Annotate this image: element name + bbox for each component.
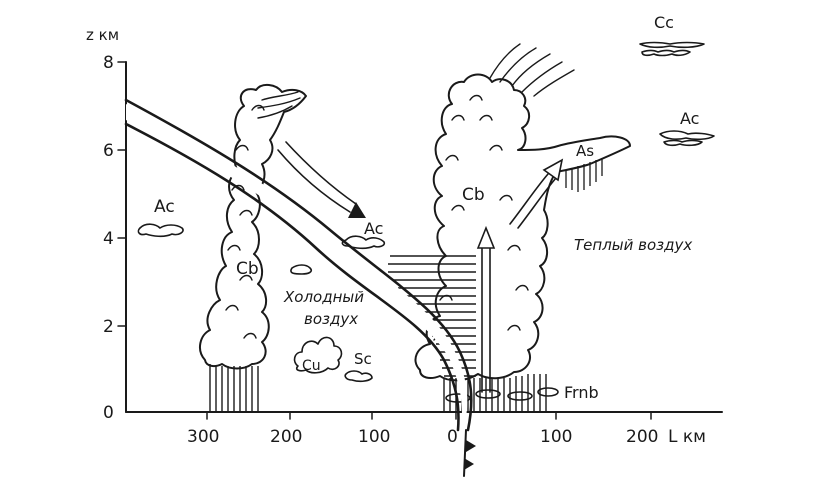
cu-label: Cu <box>302 358 321 374</box>
ac-cloud-left <box>137 223 184 238</box>
axes: z км 8 6 4 2 0 300 200 100 0 100 200 L к… <box>86 26 723 447</box>
sc-label: Sc <box>354 350 372 368</box>
z-tick-2: 2 <box>103 317 114 337</box>
cc-label: Cc <box>654 13 674 32</box>
ac-label-mid: Ac <box>364 219 383 238</box>
warm-air-label: Теплый воздух <box>574 236 692 254</box>
cold-air-label-2: воздух <box>304 310 358 328</box>
small-clouds <box>137 41 715 383</box>
l-tick-100-left: 100 <box>358 427 390 447</box>
front-surface <box>124 98 476 477</box>
as-shading <box>565 158 603 192</box>
ac-cloud-right-lower <box>663 139 703 147</box>
sc-cloud <box>344 370 373 383</box>
z-tick-4: 4 <box>103 229 114 249</box>
ac-label-right: Ac <box>680 109 699 128</box>
z-axis-title: z км <box>86 26 119 44</box>
z-tick-6: 6 <box>103 141 114 161</box>
cc-cloud-lower <box>641 49 691 57</box>
l-axis-title: L км <box>668 427 706 447</box>
ac-label-left: Ac <box>154 197 175 217</box>
l-tick-300: 300 <box>187 427 219 447</box>
small-cloud-cold <box>290 264 313 275</box>
cold-air-label-1: Холодный <box>283 288 364 306</box>
cb-cloud-right <box>388 43 631 412</box>
z-tick-0: 0 <box>103 403 114 423</box>
ac-cloud-mid <box>341 235 386 250</box>
l-tick-200-right: 200 <box>626 427 658 447</box>
ac-cloud-right <box>659 130 715 141</box>
l-tick-100-right: 100 <box>540 427 572 447</box>
arrows <box>277 141 564 393</box>
as-label: As <box>576 142 594 160</box>
l-tick-0: 0 <box>447 427 458 447</box>
cb-label-right: Cb <box>462 185 485 205</box>
l-tick-200: 200 <box>270 427 302 447</box>
frnb-label: Frnb <box>564 383 599 402</box>
labels: Ac Ac Ac Cc As Cb Cb Cu Sc Frnb Холодный… <box>154 13 699 402</box>
rain-streaks-left <box>209 364 259 412</box>
cb-cloud-left <box>198 84 307 412</box>
z-tick-8: 8 <box>103 53 114 73</box>
cc-cloud-upper <box>639 41 705 49</box>
cu-cloud <box>293 336 343 374</box>
cb-label-left: Cb <box>236 259 259 279</box>
